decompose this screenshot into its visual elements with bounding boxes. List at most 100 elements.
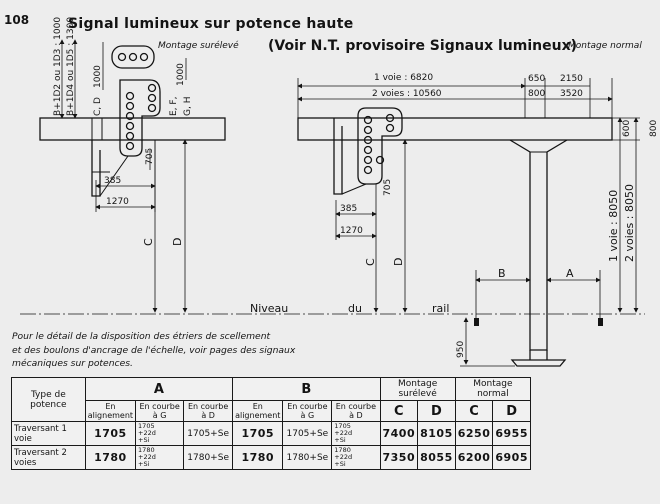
note-text: Pour le détail de la disposition des étr… bbox=[12, 330, 342, 371]
dim-800-vertical: 800 bbox=[649, 120, 659, 137]
note-line: Pour le détail de la disposition des étr… bbox=[12, 331, 271, 342]
lamp-box-top bbox=[111, 45, 155, 69]
lamp-icon bbox=[125, 141, 135, 151]
dim-2voies-vertical: 2 voies : 8050 bbox=[623, 184, 636, 262]
right-signal-drawing bbox=[297, 78, 640, 367]
label-d-right: D bbox=[392, 258, 405, 266]
cell-a-g: 1780 +22d +Si bbox=[135, 445, 185, 470]
lamp-icon bbox=[363, 155, 373, 165]
lamp-icon bbox=[125, 131, 135, 141]
lamp-icon bbox=[117, 52, 127, 62]
page-subtitle: (Voir N.T. provisoire Signaux lumineux) bbox=[268, 38, 577, 54]
table-row: Traversant 1 voie 1705 1705 +22d +Si 170… bbox=[11, 421, 531, 446]
label-efgh-2: G, H bbox=[183, 97, 193, 116]
dim-705-right: 705 bbox=[383, 179, 393, 196]
label-a-right: A bbox=[566, 267, 574, 280]
cell-norm-d: 6905 bbox=[492, 445, 531, 470]
dim-800: 800 bbox=[528, 89, 545, 99]
mast-base bbox=[510, 359, 567, 367]
lamp-icon bbox=[363, 145, 373, 155]
label-b-right: B bbox=[498, 267, 506, 280]
cell-a-g: 1705 +22d +Si bbox=[135, 421, 185, 446]
cell-b-g: 1780+Se bbox=[282, 445, 333, 470]
cell-a-align: 1705 bbox=[84, 421, 137, 446]
cell-a-d: 1780+Se bbox=[183, 445, 234, 470]
page-title: Signal lumineux sur potence haute bbox=[68, 16, 353, 32]
lamp-box-right bbox=[357, 107, 403, 185]
lamp-icon bbox=[363, 135, 373, 145]
dim-1voie-vertical: 1 voie : 8050 bbox=[607, 190, 620, 262]
lamp-icon bbox=[125, 121, 135, 131]
lamp-icon bbox=[125, 101, 135, 111]
lamp-icon bbox=[147, 83, 157, 93]
lamp-icon bbox=[385, 113, 395, 123]
label-montage-sureleve: Montage surélevé bbox=[158, 40, 239, 51]
note-line: mécaniques sur potences. bbox=[12, 358, 133, 369]
lamp-icon bbox=[363, 165, 373, 175]
label-d-left: D bbox=[171, 238, 184, 246]
left-signal-drawing bbox=[39, 39, 226, 313]
beam-left bbox=[39, 117, 226, 141]
dim-3520: 3520 bbox=[560, 89, 583, 99]
header-a: A bbox=[84, 377, 234, 401]
header-type: Type de potence bbox=[11, 377, 86, 422]
lamp-icon bbox=[385, 123, 395, 133]
dim-385-left: 385 bbox=[104, 176, 121, 186]
table-row: Traversant 2 voies 1780 1780 +22d +Si 17… bbox=[11, 445, 531, 470]
header-montage-sureleve: Montage surélevé bbox=[379, 377, 456, 401]
subheader-en-courbe-g: En courbe à G bbox=[135, 400, 185, 422]
cell-a-d: 1705+Se bbox=[183, 421, 234, 446]
dim-2voies: 2 voies : 10560 bbox=[372, 89, 442, 99]
row-type: Traversant 1 voie bbox=[11, 421, 86, 446]
dim-705-left: 705 bbox=[145, 148, 155, 165]
subheader-c: C bbox=[454, 400, 494, 422]
cell-b-d: 1780 +22d +Si bbox=[331, 445, 381, 470]
dim-1voie: 1 voie : 6820 bbox=[374, 73, 433, 83]
page-number: 108 bbox=[4, 13, 29, 27]
cell-norm-c: 6250 bbox=[454, 421, 494, 446]
lamp-icon bbox=[128, 52, 138, 62]
label-c-left: C bbox=[142, 238, 155, 246]
lamp-icon bbox=[147, 103, 157, 113]
lamp-icon bbox=[125, 91, 135, 101]
lamp-icon bbox=[125, 111, 135, 121]
cell-sur-d: 8105 bbox=[417, 421, 456, 446]
cell-b-align: 1780 bbox=[232, 445, 284, 470]
dim-vertical-1: B+1D2 ou 1D3 : 1000 bbox=[53, 17, 63, 116]
rail-marker bbox=[474, 318, 603, 326]
beam-right bbox=[297, 117, 613, 141]
dim-950: 950 bbox=[456, 341, 466, 358]
lamp-icon bbox=[363, 125, 373, 135]
header-b: B bbox=[232, 377, 381, 401]
lamp-icon bbox=[375, 155, 385, 165]
note-line: et des boulons d'ancrage de l'échelle, v… bbox=[12, 344, 296, 356]
dim-1000-right: 1000 bbox=[176, 63, 186, 86]
cell-norm-d: 6955 bbox=[492, 421, 531, 446]
cell-a-align: 1780 bbox=[84, 445, 137, 470]
subheader-en-alignement: En alignement bbox=[84, 400, 137, 422]
subheader-en-courbe-d: En courbe à D bbox=[183, 400, 234, 422]
subheader-c: C bbox=[379, 400, 419, 422]
label-efgh-1: E, F, bbox=[169, 97, 179, 116]
dim-1270-left: 1270 bbox=[106, 197, 129, 207]
bracket-right bbox=[333, 118, 343, 195]
dimensions-table: Type de potence A B Montage surélevé Mon… bbox=[11, 377, 532, 470]
dim-385-right: 385 bbox=[340, 204, 357, 214]
lamp-icon bbox=[139, 52, 149, 62]
row-type: Traversant 2 voies bbox=[11, 445, 86, 470]
dim-1000-left: 1000 bbox=[93, 65, 103, 88]
label-montage-normal: Montage normal bbox=[568, 41, 642, 51]
label-cd: C, D bbox=[93, 97, 103, 116]
cell-sur-c: 7350 bbox=[379, 445, 419, 470]
cell-sur-d: 8055 bbox=[417, 445, 456, 470]
dim-1270-right: 1270 bbox=[340, 226, 363, 236]
dim-vertical-2: B+1D4 ou 1D5 : 1300 bbox=[66, 17, 76, 116]
header-montage-normal: Montage normal bbox=[454, 377, 532, 401]
lamp-icon bbox=[147, 93, 157, 103]
cell-b-align: 1705 bbox=[232, 421, 284, 446]
cell-b-g: 1705+Se bbox=[282, 421, 333, 446]
label-rail: rail bbox=[432, 302, 449, 315]
dim-650: 650 bbox=[528, 74, 545, 84]
